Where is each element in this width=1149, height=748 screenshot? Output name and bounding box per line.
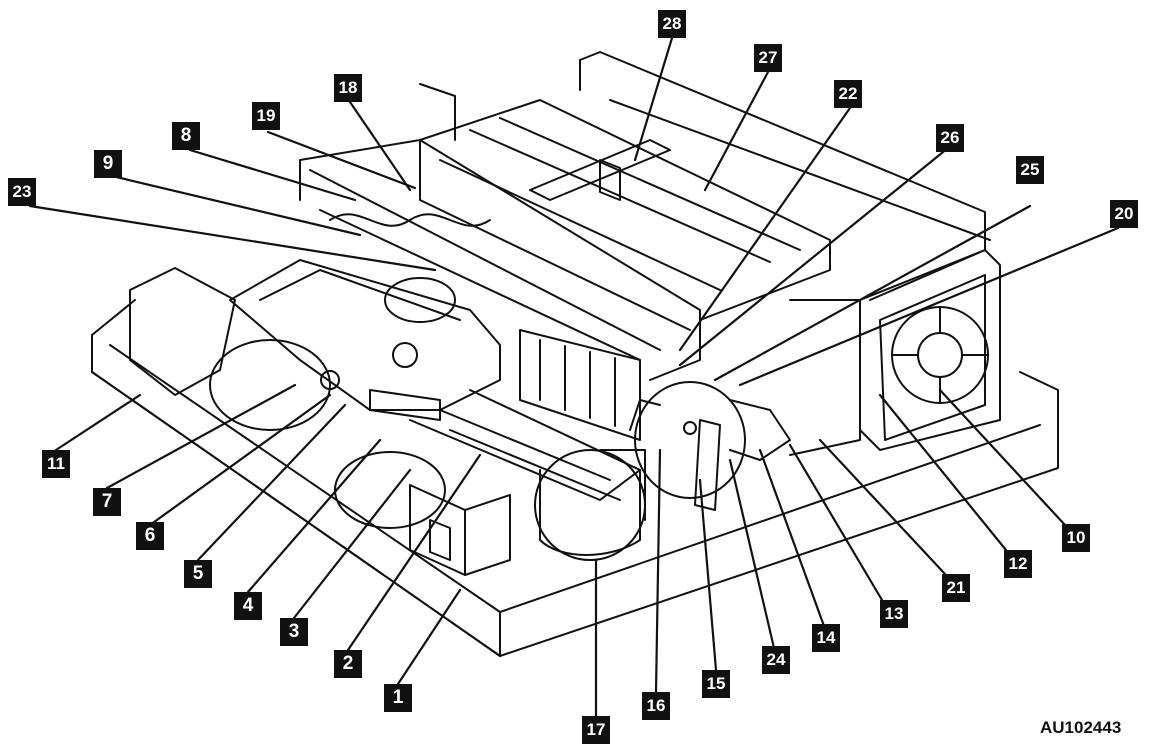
callout-label: 27 <box>754 44 782 72</box>
callout-label: 17 <box>582 716 610 744</box>
callout-label: 20 <box>1110 200 1138 228</box>
callout-label: 5 <box>184 560 212 588</box>
callout-label: 4 <box>234 592 262 620</box>
callout-label: 23 <box>8 178 36 206</box>
callout-label: 7 <box>93 488 121 516</box>
callout-label: 24 <box>762 646 790 674</box>
callout-label: 2 <box>334 650 362 678</box>
callout-label: 14 <box>812 624 840 652</box>
rear-cabinet <box>419 51 991 301</box>
gear-plate <box>629 381 791 511</box>
callout-label: 9 <box>94 150 122 178</box>
fan-assembly <box>789 249 1001 456</box>
callout-label: 19 <box>252 102 280 130</box>
callout-label: 11 <box>42 450 70 478</box>
callout-label: 13 <box>880 600 908 628</box>
base-tray <box>91 299 1059 657</box>
callout-label: 3 <box>280 618 308 646</box>
callout-label: 1 <box>384 684 412 712</box>
leader-lines <box>28 36 1120 718</box>
callout-label: 8 <box>172 122 200 150</box>
drive-motor <box>534 449 646 561</box>
callout-label: 15 <box>702 670 730 698</box>
card-cage <box>419 99 831 331</box>
callout-label: 10 <box>1062 524 1090 552</box>
callout-label: 22 <box>834 80 862 108</box>
figure-id: AU102443 <box>1040 718 1122 737</box>
callout-label: 28 <box>658 10 686 38</box>
callout-label: 18 <box>334 74 362 102</box>
callout-label: 26 <box>936 124 964 152</box>
callout-label: 12 <box>1004 550 1032 578</box>
platen-assembly <box>409 329 641 501</box>
callout-label: 6 <box>136 522 164 550</box>
callout-label: 25 <box>1016 156 1044 184</box>
connector-block <box>409 484 511 576</box>
front-cover <box>129 267 446 529</box>
callout-label: 21 <box>942 574 970 602</box>
callout-label: 16 <box>642 692 670 720</box>
